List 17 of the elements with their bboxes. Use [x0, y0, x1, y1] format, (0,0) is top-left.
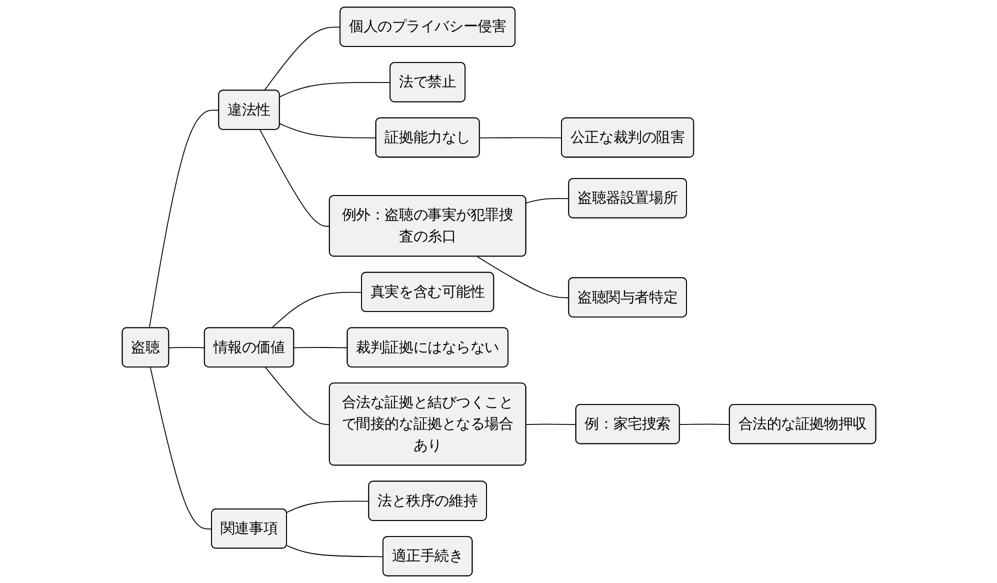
connector — [149, 366, 212, 530]
connector — [270, 292, 362, 329]
connector — [476, 256, 570, 298]
connector — [278, 82, 390, 98]
connector — [278, 123, 376, 138]
connector — [293, 347, 348, 348]
connector — [263, 26, 340, 92]
connector — [525, 424, 576, 425]
connector — [168, 347, 205, 348]
connector — [678, 424, 730, 425]
connector — [525, 198, 570, 204]
connector — [259, 129, 330, 227]
connector — [264, 366, 330, 425]
connector — [286, 500, 370, 513]
connector — [478, 137, 562, 138]
connector — [286, 545, 384, 558]
connector — [148, 110, 220, 329]
